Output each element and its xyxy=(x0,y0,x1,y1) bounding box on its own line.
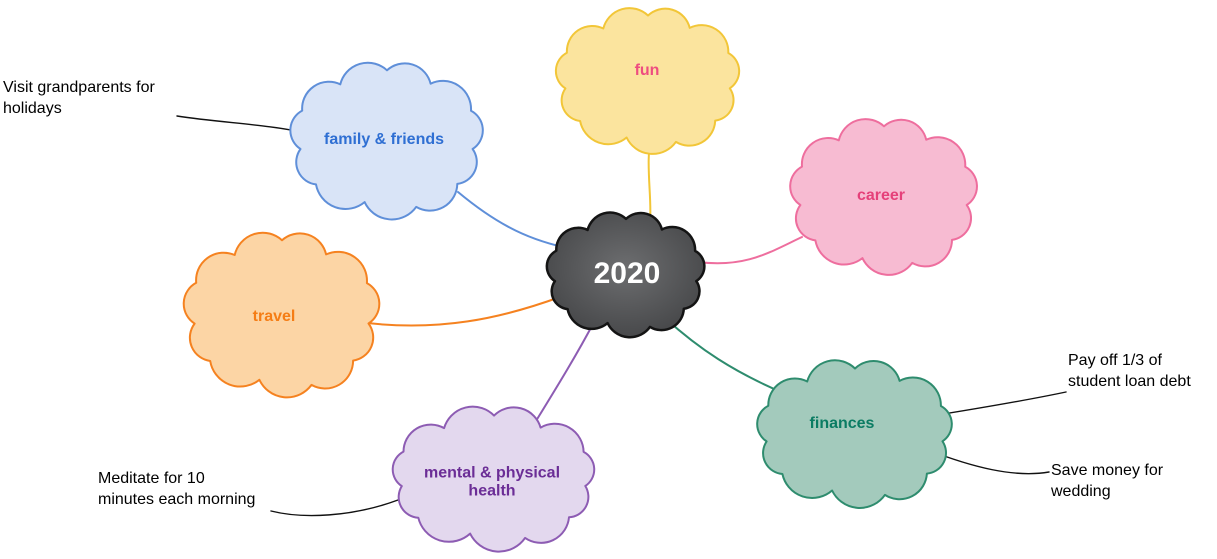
connector-career xyxy=(697,236,803,265)
annotation-pay-off-loan[interactable]: Pay off 1/3 of student loan debt xyxy=(1068,352,1191,390)
annotation-meditate[interactable]: Meditate for 10 minutes each morning xyxy=(98,470,256,508)
cloud-family[interactable] xyxy=(289,61,484,221)
cloud-center-2020[interactable] xyxy=(545,211,706,339)
connector-family xyxy=(457,191,573,250)
cloud-finances[interactable] xyxy=(756,359,953,509)
annotation-line-meditate xyxy=(270,499,399,517)
annotation-visit-grandparents[interactable]: Visit grandparents for holidays xyxy=(3,79,155,117)
cloud-mental[interactable] xyxy=(391,405,596,553)
cloud-fun[interactable] xyxy=(554,7,741,155)
connector-mental xyxy=(527,321,595,435)
annotation-line-grandparents xyxy=(176,115,307,134)
cloud-travel[interactable] xyxy=(182,231,381,399)
annotation-save-for-wedding[interactable]: Save money for wedding xyxy=(1051,462,1164,500)
connector-travel xyxy=(351,296,561,327)
cloud-career[interactable] xyxy=(789,118,978,276)
connector-finances xyxy=(664,317,789,396)
